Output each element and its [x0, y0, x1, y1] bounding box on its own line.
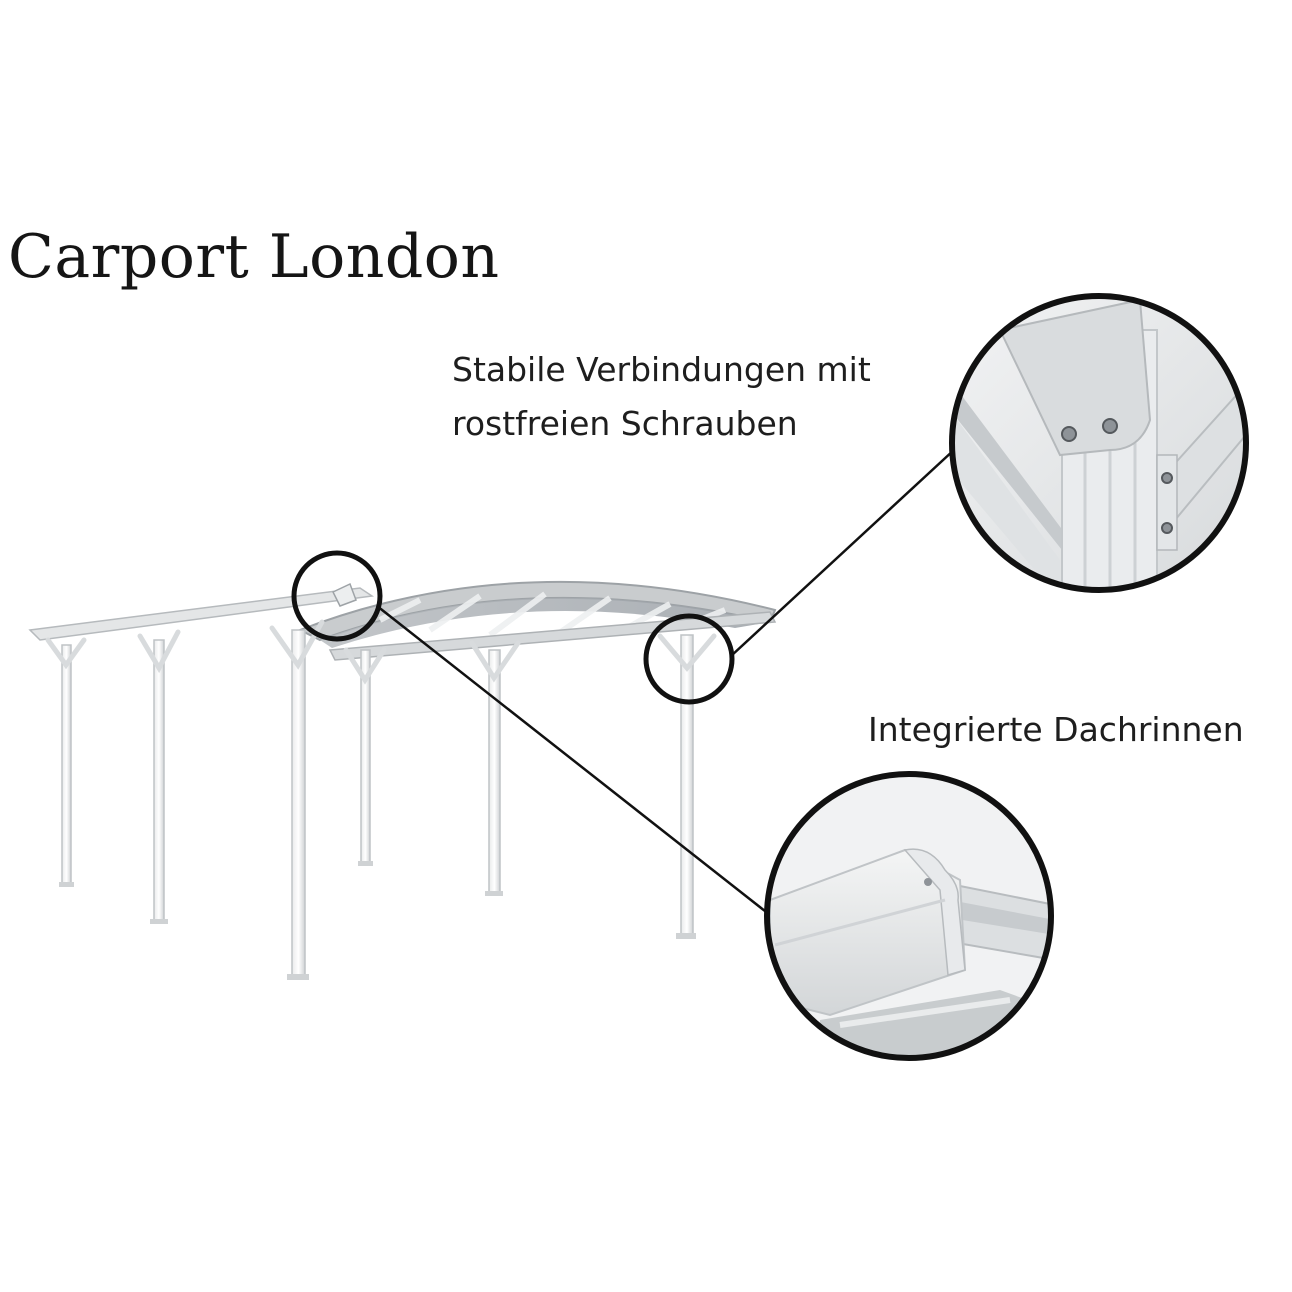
- zoom-connection-detail: [952, 296, 1246, 590]
- callout-connections: Stabile Verbindungen mit rostfreien Schr…: [452, 343, 871, 451]
- zoom-circle-gutter: [764, 771, 1054, 1061]
- page-title: Carport London: [8, 222, 500, 292]
- highlight-circle-gutter: [291, 550, 383, 642]
- connector-line-bottom: [376, 605, 771, 916]
- zoom-circle-connection: [949, 293, 1249, 593]
- carport-post: [153, 639, 165, 923]
- connector-line-top: [730, 448, 956, 657]
- carport-post: [61, 644, 72, 886]
- zoom-gutter-detail: [767, 774, 1051, 1058]
- carport-post: [680, 634, 694, 938]
- callout-connections-line2: rostfreien Schrauben: [452, 404, 798, 443]
- carport-side-beam: [28, 587, 375, 641]
- callout-gutter: Integrierte Dachrinnen: [868, 710, 1244, 749]
- highlight-circle-connection: [643, 613, 735, 705]
- carport-post: [291, 629, 306, 979]
- callout-connections-line1: Stabile Verbindungen mit: [452, 350, 871, 389]
- carport-structure: [28, 580, 777, 980]
- carport-post: [488, 649, 501, 895]
